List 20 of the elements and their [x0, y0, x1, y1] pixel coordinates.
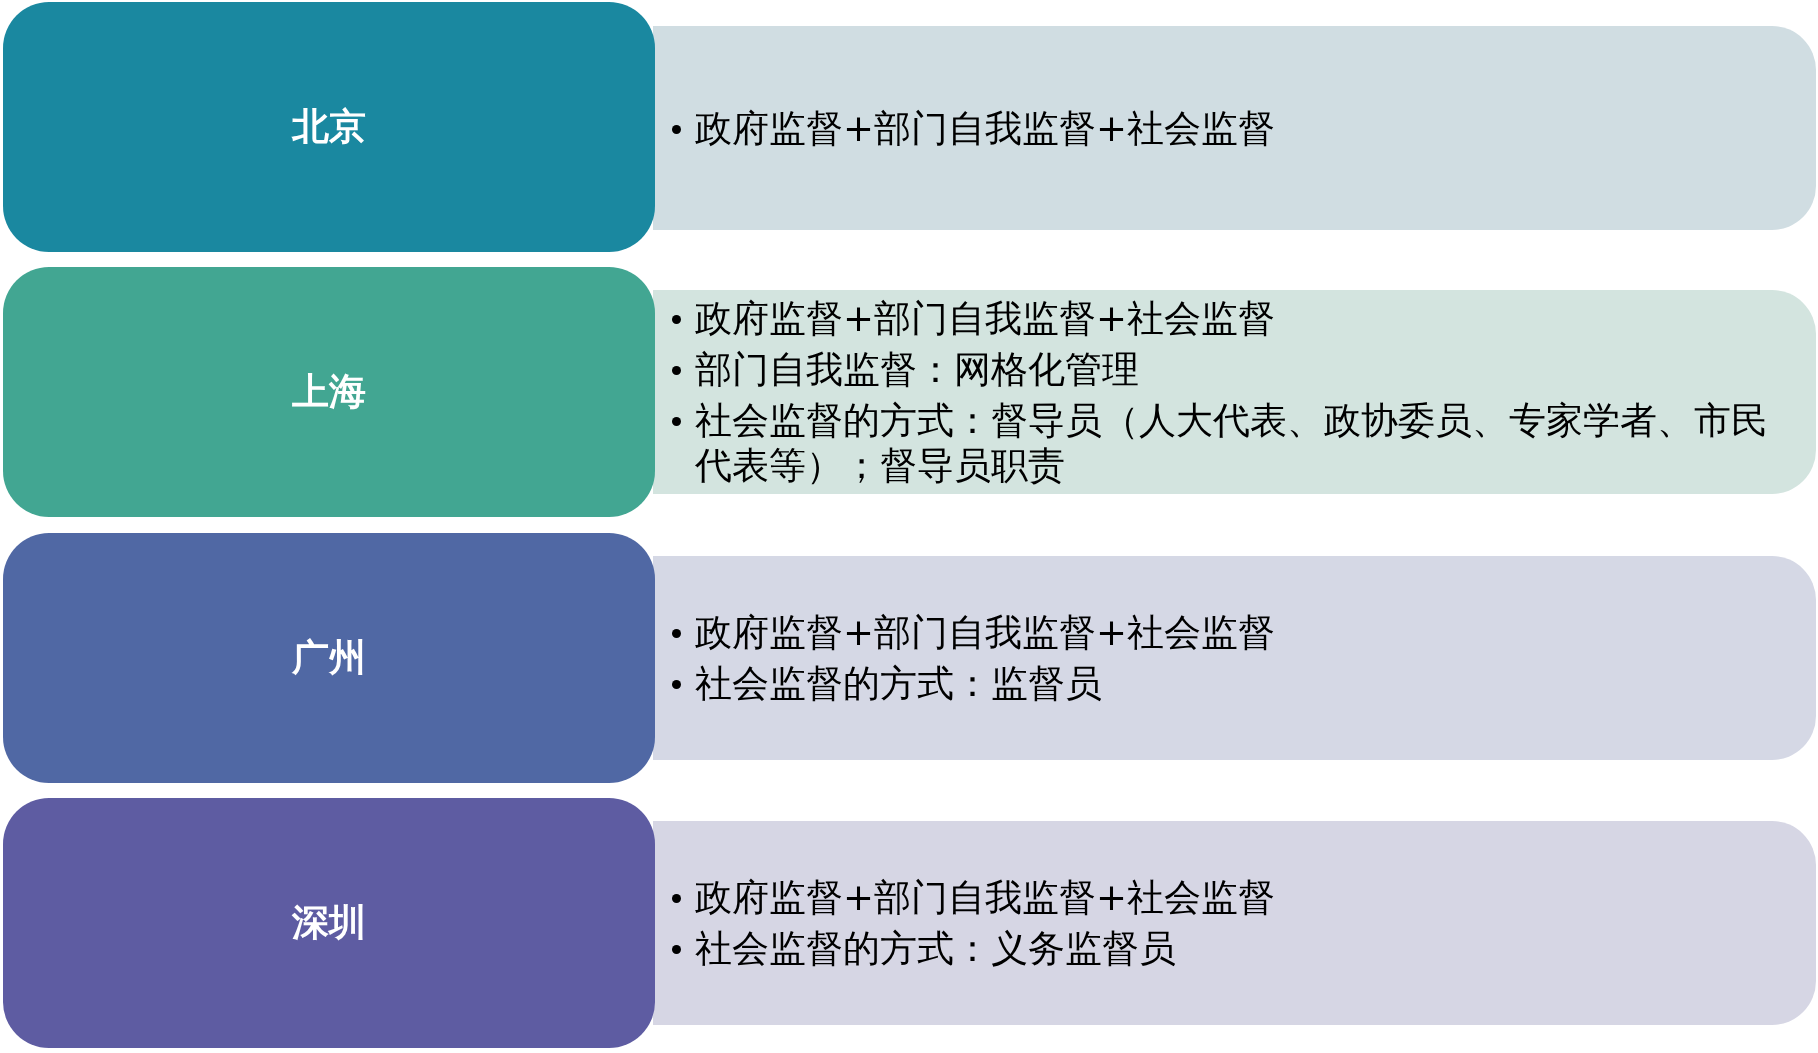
- bullet-text: 社会监督的方式：督导员（人大代表、政协委员、专家学者、市民代表等）；督导员职责: [695, 398, 1769, 488]
- description-panel: [653, 290, 1816, 494]
- city-label-box: [3, 267, 655, 517]
- description-panel: [653, 26, 1816, 230]
- city-label-box: [3, 533, 655, 783]
- city-label-box: [3, 798, 655, 1048]
- bullet-text: 政府监督+部门自我监督+社会监督: [695, 296, 1275, 341]
- city-name: 北京: [292, 104, 366, 150]
- bullet-text: 社会监督的方式：义务监督员: [695, 926, 1176, 971]
- description-panel: [653, 821, 1816, 1025]
- bullet-text: 部门自我监督：网格化管理: [695, 347, 1139, 392]
- bullet-text: 社会监督的方式：监督员: [695, 661, 1102, 706]
- description-panel: [653, 556, 1816, 760]
- city-name: 上海: [292, 369, 366, 415]
- city-name: 深圳: [292, 900, 366, 946]
- city-label-box: [3, 2, 655, 252]
- bullet-text: 政府监督+部门自我监督+社会监督: [695, 610, 1275, 655]
- bullet-text: 政府监督+部门自我监督+社会监督: [695, 105, 1275, 151]
- city-name: 广州: [292, 635, 366, 681]
- bullet-text: 政府监督+部门自我监督+社会监督: [695, 875, 1275, 920]
